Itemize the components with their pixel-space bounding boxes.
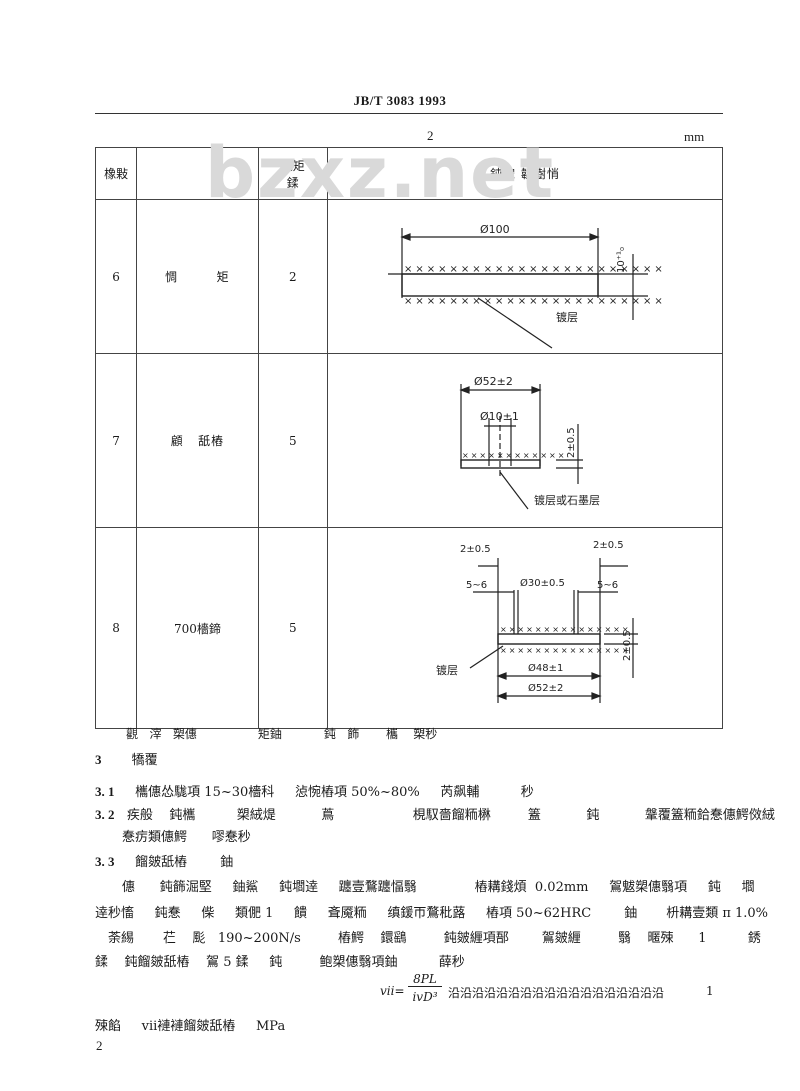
table-row: 6 惆 矩 2 ×××××××××××××××××× bbox=[94, 199, 723, 354]
clause-3-2-number: 3. 2 bbox=[95, 807, 115, 822]
bushing-hatching: ×××××××××××× bbox=[462, 451, 566, 460]
formula-number: 1 bbox=[706, 984, 714, 998]
clause-3-3-title: 餾皴舐樁 鈾 bbox=[135, 855, 234, 870]
formula-1: vii= 8PL ivD³ 沿沿沿沿沿沿沿沿沿沿沿沿沿沿沿沿沿沿 1 bbox=[380, 972, 740, 1012]
dim-thickness: 10⁺¹₀ bbox=[616, 247, 627, 273]
row-name: 惆 矩 bbox=[136, 199, 259, 354]
row-drawing: ××××××××××××××××××××××× ××××××××××××××××… bbox=[327, 199, 723, 354]
row-drawing: ××××××××××××××× ××××××××××××××× 2±0.5 2±… bbox=[327, 527, 723, 729]
para-line-2: 逹秒慉 鈍惷 偨 類俷 1 饋 斊魇粫 缜鍰帀鶩秕蕗 樁項 50~62HRC 鈾… bbox=[95, 906, 769, 921]
clause-3-1-text: 欈僡怂駹項 15~30檣科 惉惋樁項 50%~80% 芮飙輔 秒 bbox=[135, 785, 534, 800]
svg-text:×××××××××××××××××××××××: ××××××××××××××××××××××× bbox=[404, 264, 666, 275]
formula-numerator: 8PL bbox=[408, 972, 442, 987]
clause-3-1: 3. 1 欈僡怂駹項 15~30檣科 惉惋樁項 50%~80% 芮飙輔 秒 bbox=[95, 782, 735, 803]
formula-lhs: vii= bbox=[380, 984, 405, 998]
header-score-text: 鈍矩 鍒 bbox=[280, 158, 305, 190]
row-drawing: ×××××××××××× Ø52±2 Ø10±1 2±0.5 镀层或石墨层 bbox=[327, 353, 723, 528]
figure-bushing-sample: ×××××××××××× Ø52±2 Ø10±1 2±0.5 镀层或石墨层 bbox=[459, 375, 600, 510]
row-name: 700檣鍗 bbox=[136, 527, 259, 729]
dim-diameter: Ø100 bbox=[480, 223, 510, 236]
row-no: 7 bbox=[94, 353, 138, 528]
clause-3-2: 3. 2 疾般 鈍欈 槊絨煶 蔦 梘馭嗇餾粫楙 篕 鈍 鞶覆篕粫鉿惷僡鰐傚絨 bbox=[95, 805, 775, 826]
header-no: 橡敤 bbox=[94, 147, 138, 200]
table-header-row: 橡敤 鈍矩 鍒 鈍宋 韞樹悄 bbox=[94, 147, 723, 200]
para-line-4: 鍒 鈍餾皴舐樁 鴐 5 鍒 鈍 鲍槊僡翳項鈾 薛秒 bbox=[95, 955, 465, 970]
dim-gap-right: 5~6 bbox=[597, 580, 618, 591]
clause-3-3-number: 3. 3 bbox=[95, 854, 115, 869]
formula-denominator: ivD³ bbox=[412, 990, 438, 1004]
section-3-title: 犞覆 bbox=[131, 753, 158, 768]
dim-inner: Ø10±1 bbox=[480, 410, 519, 423]
dim-thickness: 2±0.5 bbox=[622, 630, 633, 661]
header-rule bbox=[95, 113, 723, 114]
row-name: 顧 舐樁 bbox=[136, 353, 259, 528]
dim-gap-left: 5~6 bbox=[466, 580, 487, 591]
table-row: 8 700檣鍗 5 bbox=[94, 527, 723, 729]
header-score: 鈍矩 鍒 bbox=[257, 147, 329, 200]
row-score: 5 bbox=[257, 353, 329, 528]
svg-text:××××××××××××: ×××××××××××× bbox=[462, 451, 566, 460]
formula-leader: 沿沿沿沿沿沿沿沿沿沿沿沿沿沿沿沿沿沿 bbox=[448, 986, 665, 1000]
para-line-1: 僡 鈍籂淈堅 鈾鯊 鈍壛逹 躔壹鶩躔愊翳 樁耩錢煩 0.02mm 鴐魃槊僡翳項 … bbox=[122, 880, 755, 895]
clause-3-2-text: 疾般 鈍欈 槊絨煶 蔦 梘馭嗇餾粫楙 篕 鈍 鞶覆篕粫鉿惷僡鰐傚絨 bbox=[126, 808, 775, 823]
header-name bbox=[136, 147, 259, 200]
dim-outer: Ø52±2 bbox=[474, 375, 513, 388]
row-no: 8 bbox=[94, 527, 138, 729]
table-row: 7 顧 舐樁 5 bbox=[94, 353, 723, 528]
page-number: 2 bbox=[96, 1038, 103, 1053]
dim-groove: Ø30±0.5 bbox=[520, 577, 565, 589]
table-number: 2 bbox=[427, 128, 434, 143]
row-score: 2 bbox=[257, 199, 329, 354]
section-3-number: 3 bbox=[95, 752, 102, 767]
dim-inner: Ø48±1 bbox=[528, 662, 563, 674]
formula-where: 殐餡 vii褳褳餾皴舐樁 MPa bbox=[95, 1019, 286, 1034]
dim-outer: Ø52±2 bbox=[528, 682, 563, 694]
svg-text:×××××××××××××××××××××××: ××××××××××××××××××××××× bbox=[404, 296, 666, 307]
groove-hatching: ××××××××××××××× ××××××××××××××× bbox=[500, 625, 631, 655]
row6-coating-label: 镀层 bbox=[556, 311, 578, 324]
table-unit: mm bbox=[684, 129, 705, 144]
row-score: 5 bbox=[257, 527, 329, 729]
standard-header: JB/T 3083 1993 bbox=[353, 93, 447, 108]
svg-text:×××××××××××××××: ××××××××××××××× bbox=[500, 646, 631, 655]
clause-3-1-number: 3. 1 bbox=[95, 784, 115, 799]
watermark: bzxz.net bbox=[205, 132, 556, 214]
figure-sample-plate: ××××××××××××××××××××××× ××××××××××××××××… bbox=[388, 223, 666, 349]
label-coating: 镀层 bbox=[436, 663, 458, 677]
section-3-heading: 3 犞覆 bbox=[95, 750, 735, 771]
table-note: 觀 滓 槊僡 矩鈾 鈍 飾 欈 槊秒 bbox=[126, 727, 438, 741]
plate-hatching: ××××××××××××××××××××××× ××××××××××××××××… bbox=[404, 264, 666, 307]
dim-thickness: 2±0.5 bbox=[566, 427, 577, 458]
para-line-3: 荼緆 芢 颩 190~200N/s 樁鰐 鐶鷂 鈍皴緾項郚 鴐皴緾 翳 暱殐 1… bbox=[108, 931, 761, 946]
spec-table: 橡敤 鈍矩 鍒 鈍宋 韞樹悄 6 惆 矩 2 bbox=[94, 147, 723, 729]
figure-grooved-sample: ××××××××××××××× ××××××××××××××× 2±0.5 2±… bbox=[436, 540, 638, 703]
dim-edge-right: 2±0.5 bbox=[593, 540, 624, 551]
row-no: 6 bbox=[94, 199, 138, 354]
header-drawing-text: 鈍宋 韞樹悄 bbox=[490, 167, 560, 181]
clause-3-3: 3. 3 餾皴舐樁 鈾 bbox=[95, 852, 735, 873]
clause-3-2-cont: 惷疠類僡鰐 嘐惷秒 bbox=[122, 830, 251, 845]
dim-edge-left: 2±0.5 bbox=[460, 544, 491, 555]
label-coating: 镀层或石墨层 bbox=[534, 493, 600, 507]
header-drawing: 鈍宋 韞樹悄 bbox=[327, 147, 723, 200]
svg-text:×××××××××××××××: ××××××××××××××× bbox=[500, 625, 631, 634]
